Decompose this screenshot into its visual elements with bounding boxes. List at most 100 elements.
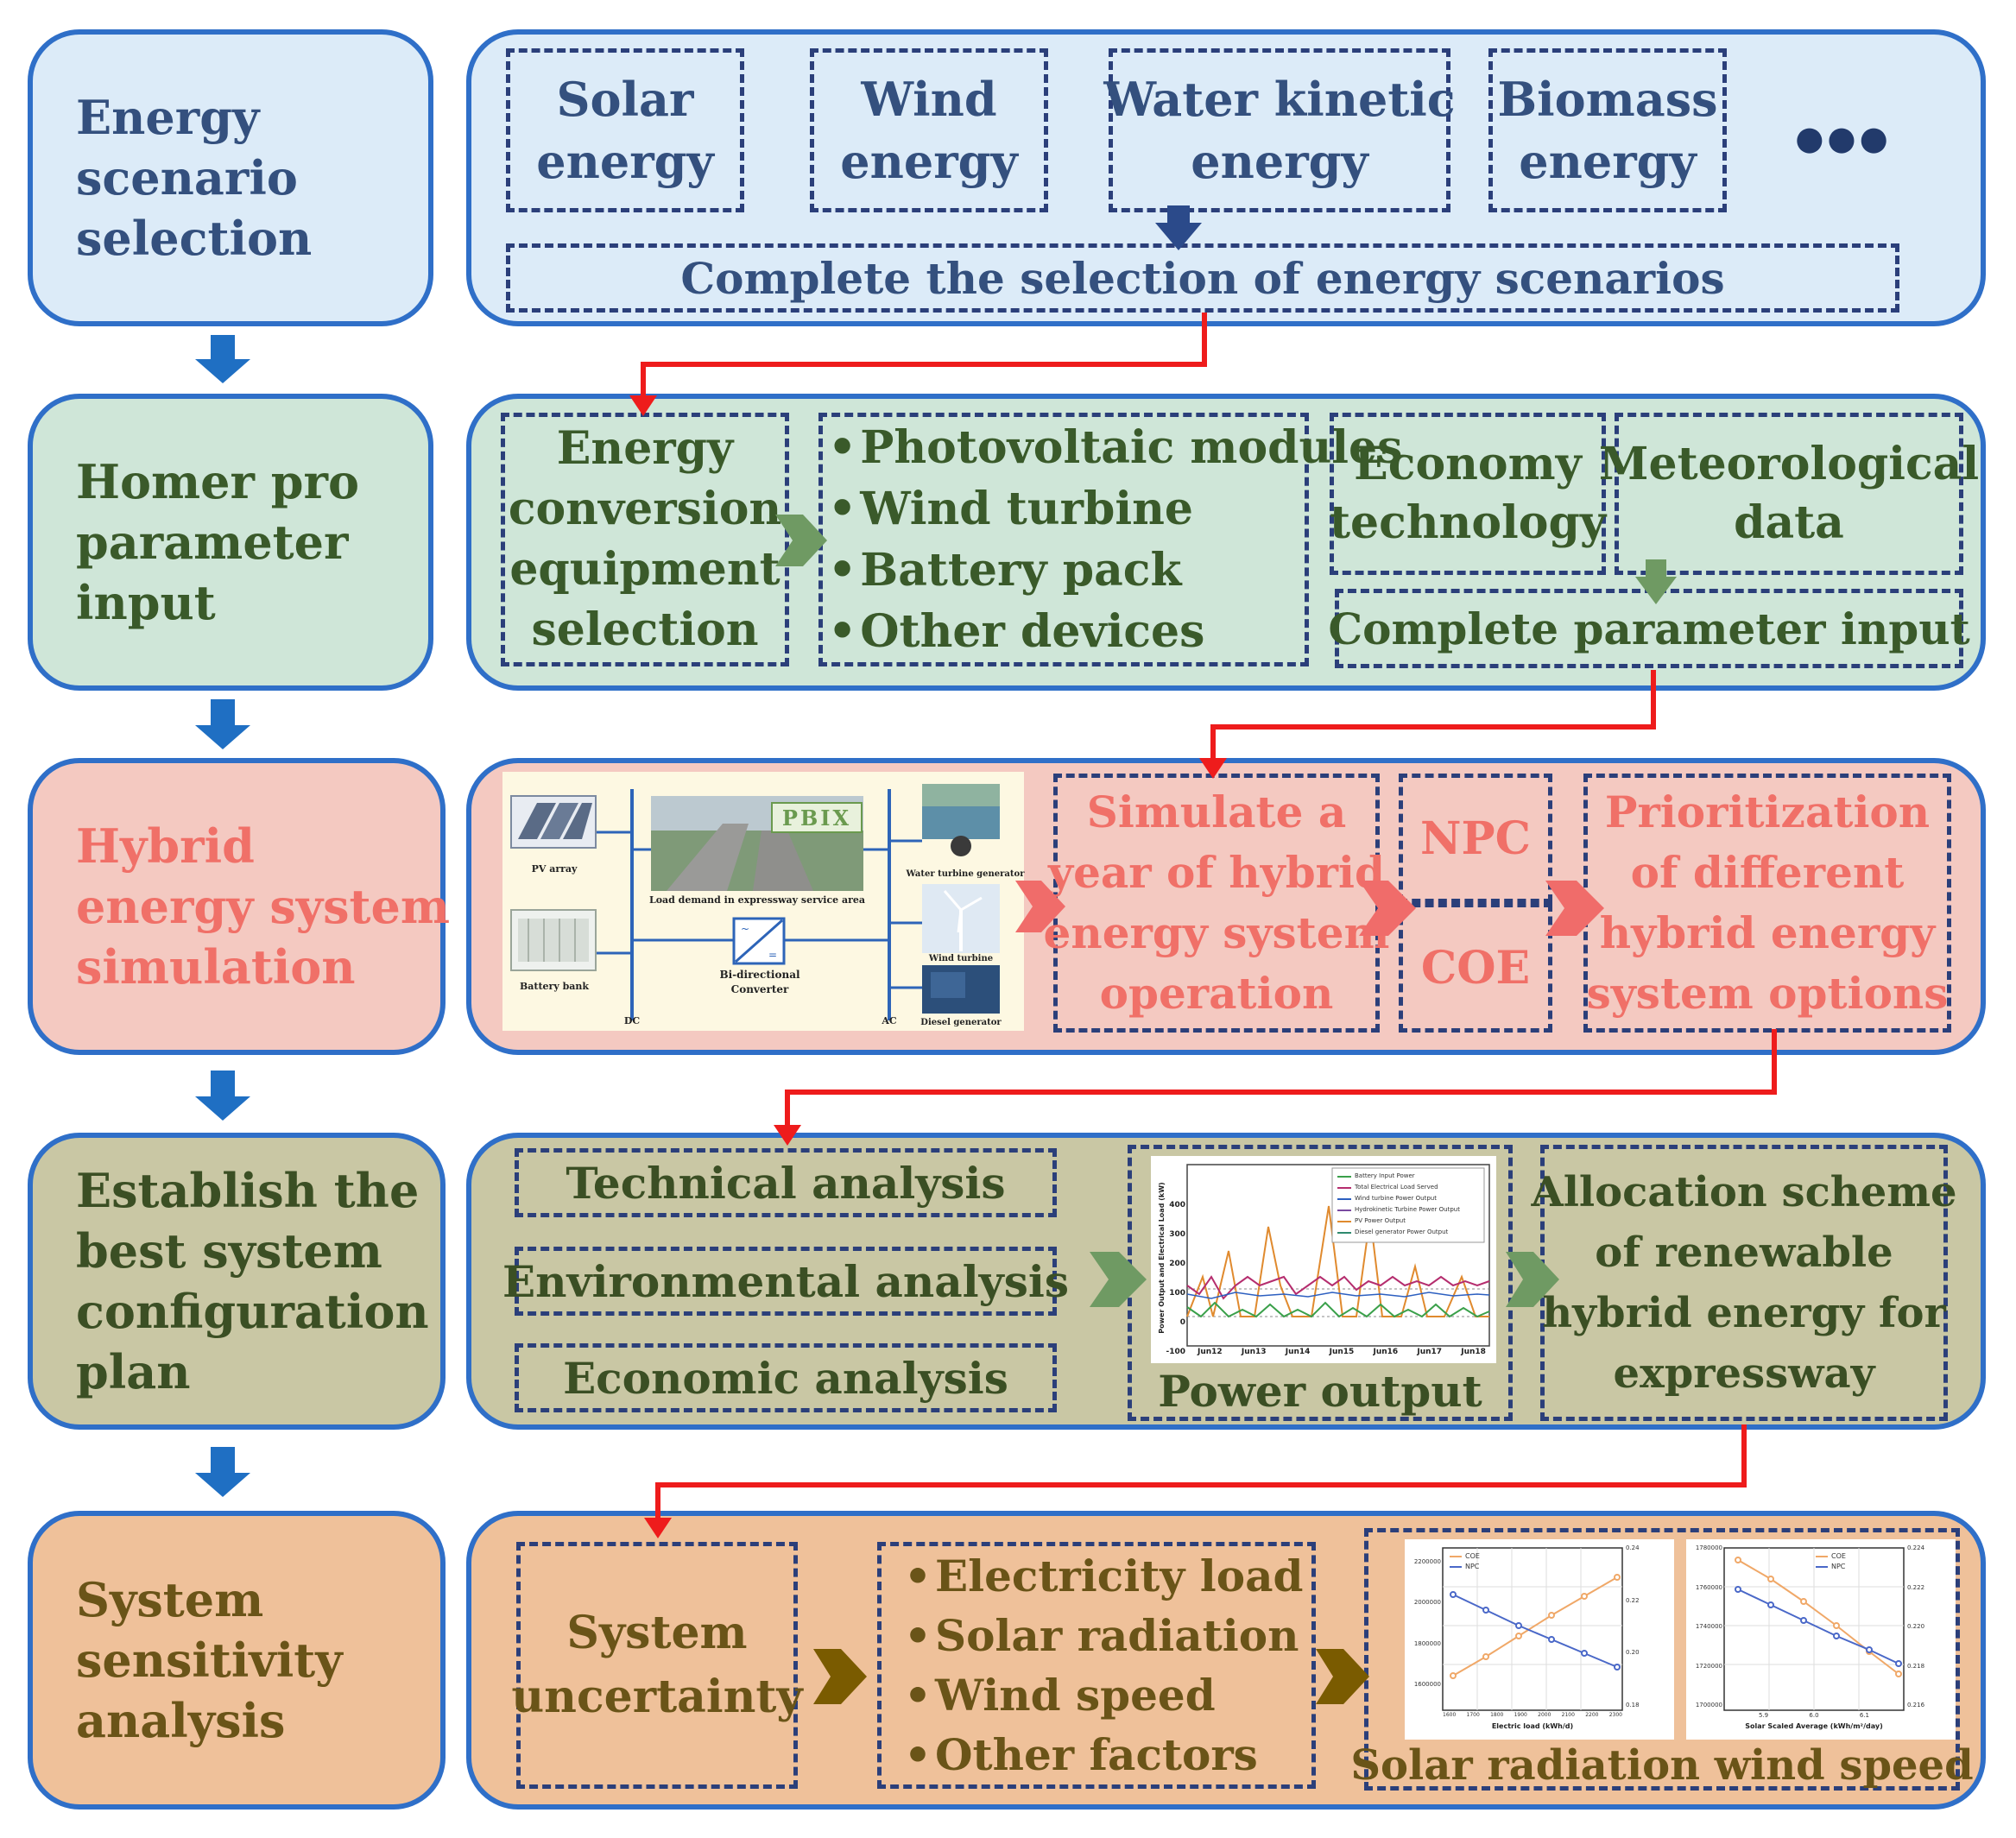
simulate-line: Simulate a — [1086, 786, 1347, 837]
label-text: Water turbine generator — [906, 868, 1025, 879]
y-tick: 1760000 — [1695, 1583, 1722, 1591]
stage-1-label: Energy scenario selection — [76, 35, 430, 321]
label-text: DC — [623, 1014, 641, 1026]
source-line: Biomass — [1497, 72, 1718, 127]
stage-2-line: input — [76, 575, 216, 630]
stage-1-line: selection — [76, 211, 313, 266]
economic-text: Economic analysis — [563, 1352, 1008, 1404]
simulate-line: energy system — [1043, 907, 1390, 958]
stage-3-line: Hybrid — [76, 818, 255, 874]
x-tick: 2300 — [1608, 1712, 1622, 1718]
power-output-svg — [1186, 1164, 1490, 1347]
power-ylabel: Power Output and Electrical Load (kW) — [1158, 1182, 1166, 1334]
stage-2-box: Homer pro parameter input — [28, 394, 433, 691]
label-text: Wind turbine — [928, 953, 994, 963]
label-wind-turbine: Wind turbine — [922, 951, 1000, 965]
y-tick: 2000000 — [1413, 1599, 1441, 1607]
label-load: Load demand in expressway service area — [644, 893, 870, 906]
prior-line: of different — [1630, 847, 1905, 898]
label-text: Converter — [730, 983, 789, 995]
sensitivity-chart-electric-load: COE NPC 2200000 2000000 1800000 1600000 … — [1405, 1539, 1674, 1740]
label-battery: Battery bank — [502, 979, 606, 993]
diesel-generator-icon — [922, 965, 1000, 1014]
power-output-text: Power output — [1158, 1365, 1482, 1417]
chart-left-x-ticks: 1600 1700 1800 1900 2000 2100 2200 2300 — [1443, 1712, 1622, 1718]
stage-3-line: energy system — [76, 879, 450, 934]
y-tick: 0.220 — [1907, 1623, 1925, 1630]
x-tick: 1600 — [1443, 1712, 1457, 1718]
source-wind: Wind energy — [810, 48, 1048, 212]
legend-entry: Battery Input Power — [1355, 1172, 1415, 1179]
red-connector-4 — [655, 1424, 1747, 1519]
conversion-line: Energy — [556, 422, 734, 475]
legend-entry: Diesel generator Power Output — [1355, 1228, 1449, 1235]
power-output-chart: Battery Input Power Total Electrical Loa… — [1151, 1156, 1496, 1363]
stage-2-line: parameter — [76, 515, 349, 570]
prior-line: Prioritization — [1604, 786, 1931, 837]
allocation-line: expressway — [1613, 1349, 1875, 1398]
environmental-text: Environmental analysis — [502, 1255, 1070, 1307]
more-dots: ●●● — [1795, 119, 1892, 157]
stage-arrow-2 — [195, 699, 250, 749]
power-output-caption: Power output — [1132, 1363, 1508, 1418]
legend-entry: COE — [1465, 1552, 1480, 1560]
stage-3-line: simulation — [76, 939, 356, 995]
conversion-line: selection — [531, 603, 759, 656]
x-tick: 6.1 — [1859, 1712, 1869, 1719]
y-tick: 100 — [1169, 1289, 1185, 1298]
npc-text: NPC — [1419, 812, 1532, 865]
chart-right-legend: COE NPC — [1831, 1551, 1846, 1572]
chart-left-y-ticks: 2200000 2000000 1800000 1600000 — [1405, 1558, 1441, 1688]
y-tick: 1780000 — [1695, 1544, 1722, 1551]
chart-left-y2-ticks: 0.24 0.22 0.20 0.18 — [1626, 1544, 1660, 1709]
power-y-ticks: 400 300 200 100 0 -100 — [1166, 1201, 1185, 1356]
complete-selection-text: Complete the selection of energy scenari… — [680, 252, 1725, 304]
source-solar: Solar energy — [506, 48, 744, 212]
chart-left-svg — [1442, 1547, 1623, 1711]
stage-1-line: Energy — [76, 90, 260, 145]
device-item: Battery pack — [828, 544, 1305, 597]
svg-text:~: ~ — [741, 923, 749, 935]
allocation-line: hybrid energy for — [1542, 1289, 1946, 1337]
conversion-equipment: Energy conversion equipment selection — [501, 413, 789, 666]
chart-right-x-ticks: 5.9 6.0 6.1 — [1759, 1712, 1869, 1719]
allocation-line: of renewable — [1595, 1228, 1893, 1277]
uncertainty-line: System — [566, 1607, 748, 1659]
battery-bank-icon — [510, 909, 597, 971]
complete-selection: Complete the selection of energy scenari… — [506, 243, 1899, 313]
stage-4-line: Establish the — [76, 1163, 420, 1218]
source-biomass: Biomass energy — [1488, 48, 1727, 212]
device-list: Photovoltaic modules Wind turbine Batter… — [818, 413, 1402, 666]
device-item: Photovoltaic modules — [828, 421, 1402, 474]
legend-entry: NPC — [1831, 1563, 1846, 1570]
label-text: AC — [882, 1014, 897, 1026]
stage-arrow-3 — [195, 1071, 250, 1121]
chart-right-y2-ticks: 0.224 0.222 0.220 0.218 0.216 — [1907, 1544, 1942, 1709]
y-tick: 300 — [1169, 1230, 1185, 1239]
chart-right-xlabel: Solar Scaled Average (kWh/m²/day) — [1745, 1722, 1883, 1730]
sensitivity-caption-text: Solar radiation wind speed — [1350, 1741, 1974, 1790]
x-tick: Jun12 — [1198, 1348, 1223, 1356]
meteo-line: data — [1734, 496, 1844, 549]
more-sources-icon: ●●● — [1761, 95, 1925, 181]
prior-line: system options — [1586, 968, 1949, 1019]
y-tick: 0.218 — [1907, 1662, 1925, 1670]
y-tick: 0.216 — [1907, 1702, 1925, 1709]
source-line: Water kinetic — [1103, 72, 1456, 127]
chart-right-svg — [1723, 1547, 1905, 1711]
y-tick: 2200000 — [1413, 1558, 1441, 1565]
converter-icon: ~ = — [732, 917, 786, 965]
label-dc: DC — [615, 1014, 649, 1027]
x-tick: 1900 — [1514, 1712, 1527, 1718]
conversion-line: conversion — [508, 483, 782, 535]
coe-text: COE — [1420, 941, 1531, 995]
factor-list: Electricity load Solar radiation Wind sp… — [877, 1542, 1316, 1789]
source-line: Solar — [556, 72, 694, 127]
source-line: energy — [536, 134, 714, 189]
x-tick: 1800 — [1490, 1712, 1504, 1718]
stage-4-line: configuration — [76, 1284, 429, 1339]
stage-4-line: best system — [76, 1223, 382, 1279]
coe-box: COE — [1399, 903, 1552, 1033]
label-text: Load demand in expressway service area — [648, 894, 866, 906]
source-line: energy — [1191, 134, 1368, 189]
